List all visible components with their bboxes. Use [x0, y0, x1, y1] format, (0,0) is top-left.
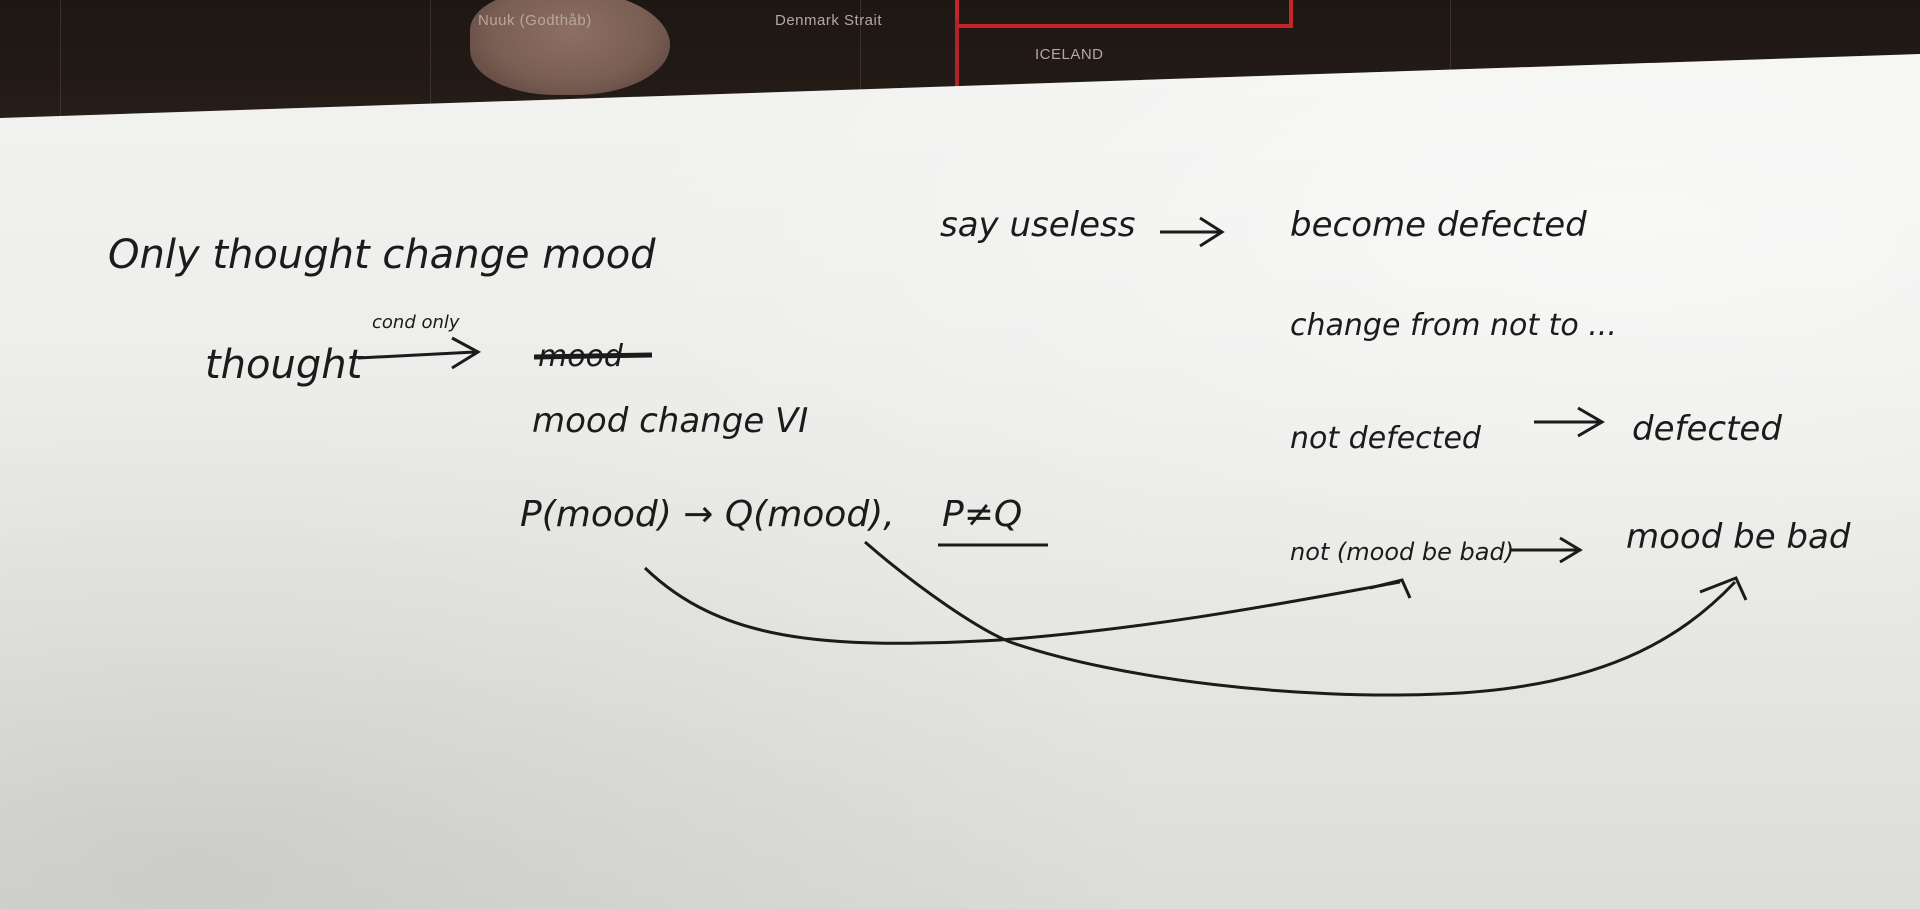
note-line4-underlined: P≠Q: [942, 494, 1022, 535]
arrow-icon: [1510, 536, 1583, 564]
map-gridline: [60, 0, 61, 120]
map-label-nuuk: Nuuk (Godthåb): [478, 12, 592, 29]
arrow-icon: [1534, 406, 1605, 438]
map-gridline: [860, 0, 861, 120]
note-line3-right-a: not defected: [1290, 421, 1482, 456]
note-line4-right-a: not (mood be bad): [1290, 538, 1514, 566]
note-line2-right: change from not to ...: [1290, 308, 1617, 343]
map-red-line: [955, 20, 959, 90]
arrow-icon: [357, 336, 482, 370]
note-line1-right-a: say useless: [940, 205, 1135, 245]
note-line1-right-b: become defected: [1290, 205, 1587, 245]
note-arrow-annotation: cond only: [372, 312, 460, 333]
map-gridline: [430, 0, 431, 120]
curved-arrow-p: [643, 566, 1401, 645]
map-gridline: [1450, 0, 1451, 120]
arrowhead-icon: [1699, 576, 1748, 601]
map-red-frame: [955, 0, 1293, 28]
note-line4-right-b: mood be bad: [1626, 517, 1851, 557]
note-line3-left: mood change VI: [532, 401, 808, 441]
note-line3-right-b: defected: [1632, 409, 1782, 449]
map-landmass: [470, 0, 670, 95]
note-line1-left: Only thought change mood: [108, 232, 656, 278]
strike-through: [533, 352, 653, 360]
note-line4-formula: P(mood) → Q(mood),: [520, 494, 895, 535]
map-label-iceland: ICELAND: [1035, 46, 1104, 63]
map-label-denmark-strait: Denmark Strait: [775, 12, 883, 29]
note-line2-left: thought: [205, 342, 364, 388]
arrowhead-icon: [1369, 578, 1412, 599]
curved-arrow-q: [864, 540, 1737, 697]
arrow-icon: [1160, 216, 1225, 248]
